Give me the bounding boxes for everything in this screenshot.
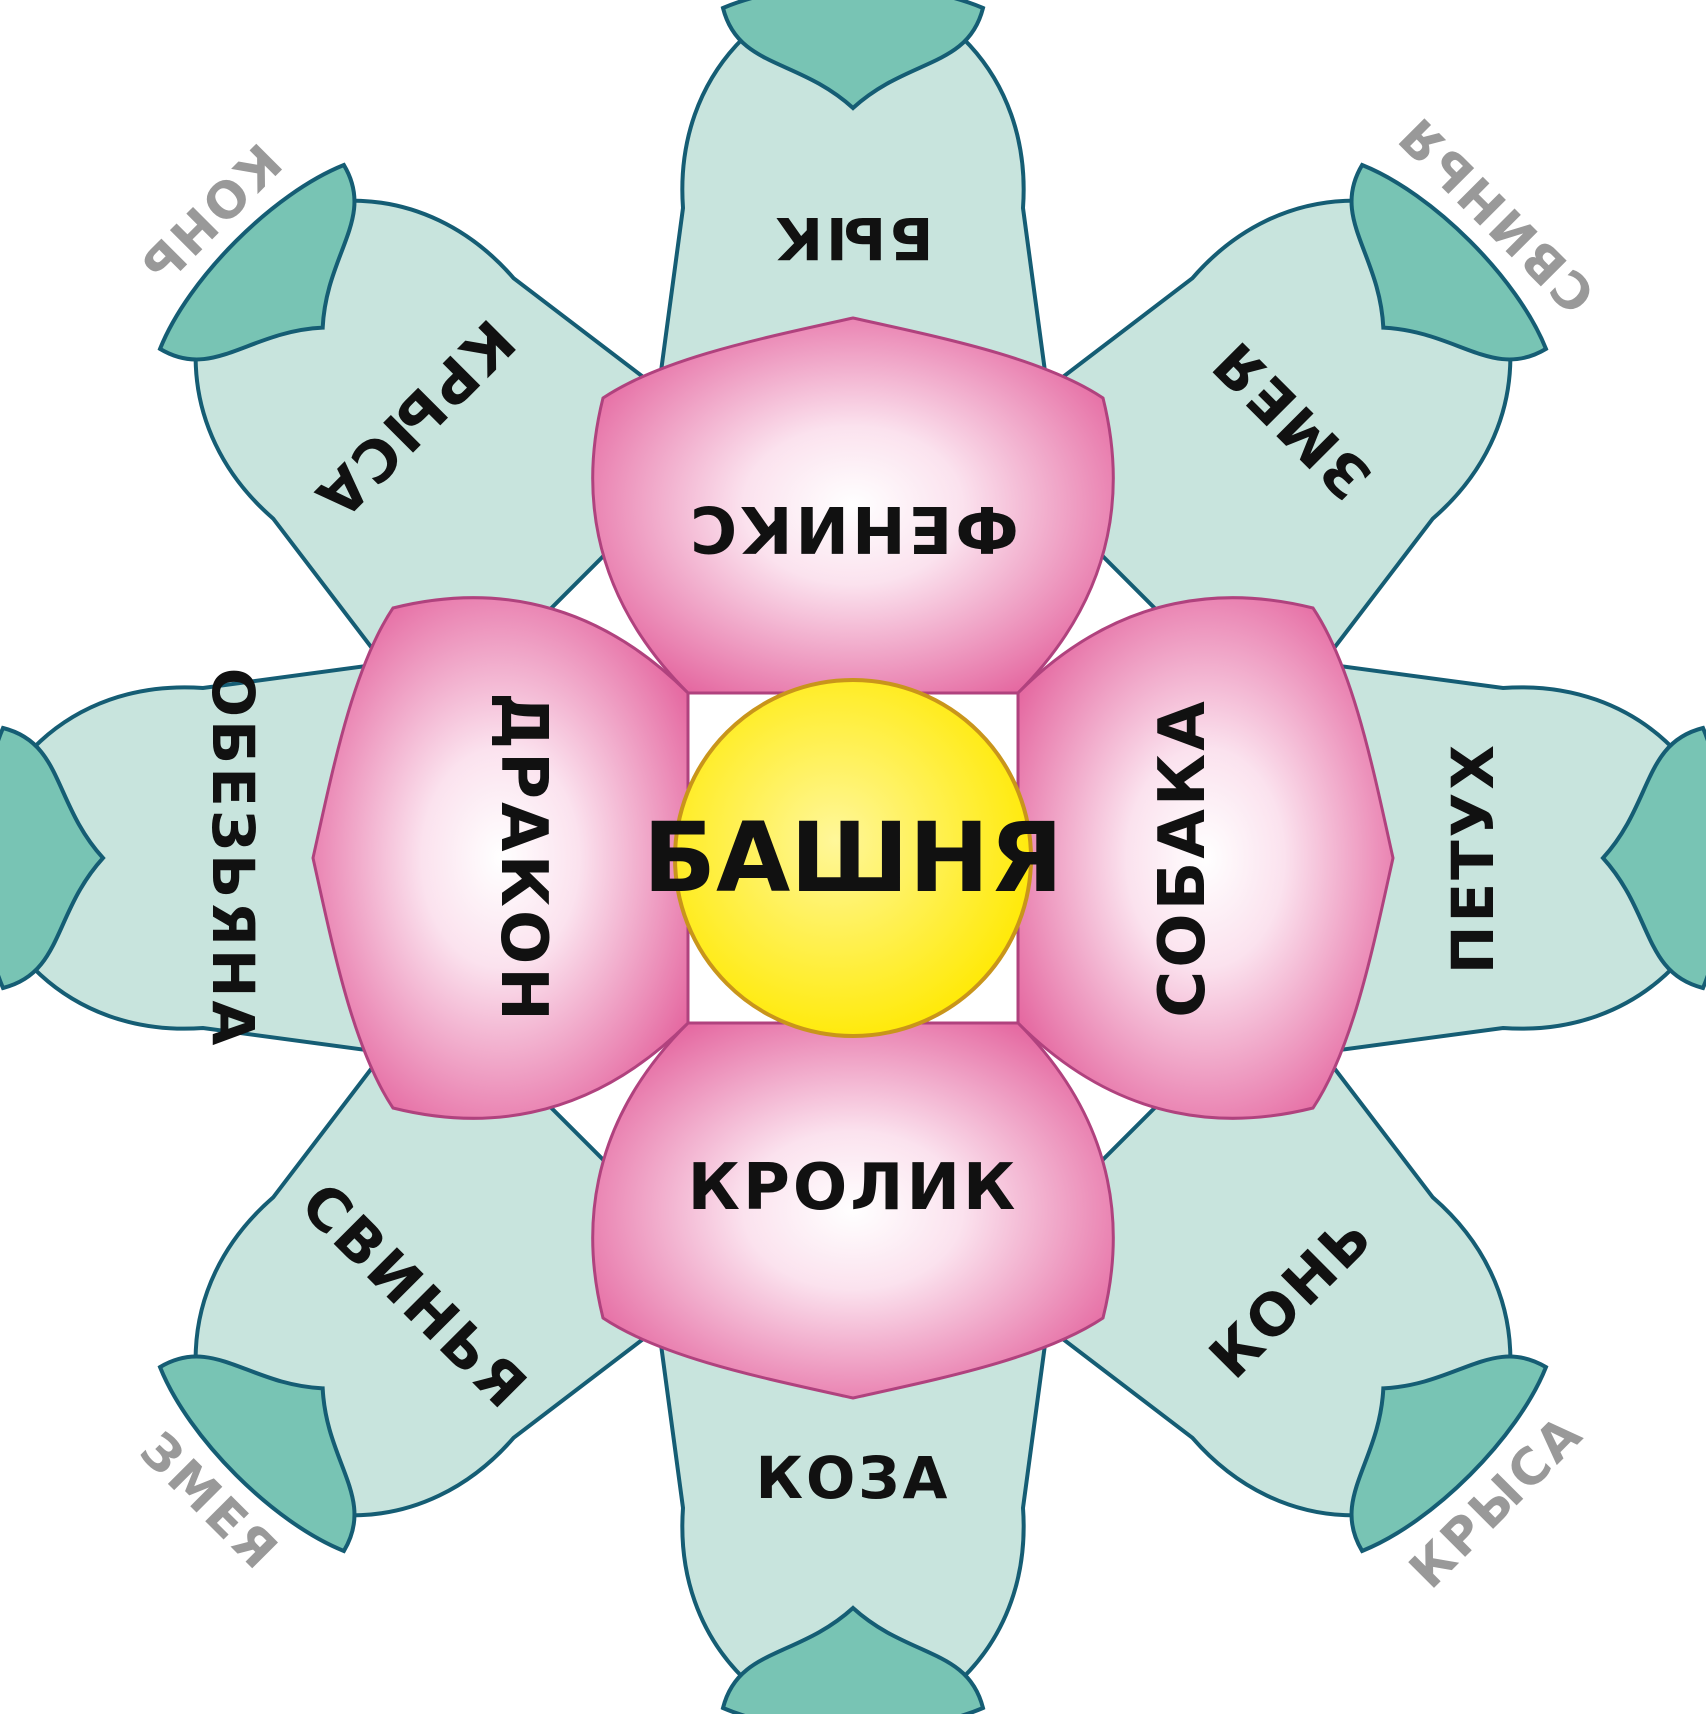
inner-petal-label: СОБАКА — [1146, 698, 1220, 1018]
outer-petal-label: ОБЕЗЬЯНА — [199, 668, 267, 1049]
inner-petals: ФЕНИКС СОБАКА КРОЛИК ДРАКОН — [311, 316, 1395, 1400]
outer-petal-label: ПЕТУХ — [1439, 742, 1507, 974]
outer-petal-e: ПЕТУХ — [1241, 651, 1706, 1065]
outer-petal-se: КОНЬ — [984, 989, 1615, 1620]
inner-petal-left: ДРАКОН — [311, 596, 690, 1120]
inner-petal-label: ДРАКОН — [486, 692, 560, 1024]
outer-petal-label: БЫК — [773, 204, 934, 272]
outer-petal-label: КОЗА — [756, 1444, 951, 1512]
center-disc: БАШНЯ — [643, 678, 1063, 1038]
outer-petal-w: ОБЕЗЬЯНА — [0, 651, 465, 1065]
center-circle — [673, 678, 1033, 1038]
inner-petal-label: КРОЛИК — [688, 1151, 1019, 1225]
outer-petal-s: КОЗА — [646, 1246, 1060, 1719]
outer-petal-nw: КРЫСА — [91, 96, 722, 727]
inner-petal-label: ФЕНИКС — [687, 491, 1019, 565]
inner-petal-bottom: КРОЛИК — [591, 1021, 1115, 1400]
center-label: БАШНЯ — [643, 802, 1063, 914]
outer-petal-n: БЫК — [646, 0, 1060, 470]
outer-petal-ne: ЗМЕЯ — [984, 96, 1615, 727]
inner-petal-top: ФЕНИКС — [591, 316, 1115, 695]
inner-petal-right: СОБАКА — [1016, 596, 1395, 1120]
outer-petal-sw: СВИНЬЯ — [91, 989, 722, 1620]
